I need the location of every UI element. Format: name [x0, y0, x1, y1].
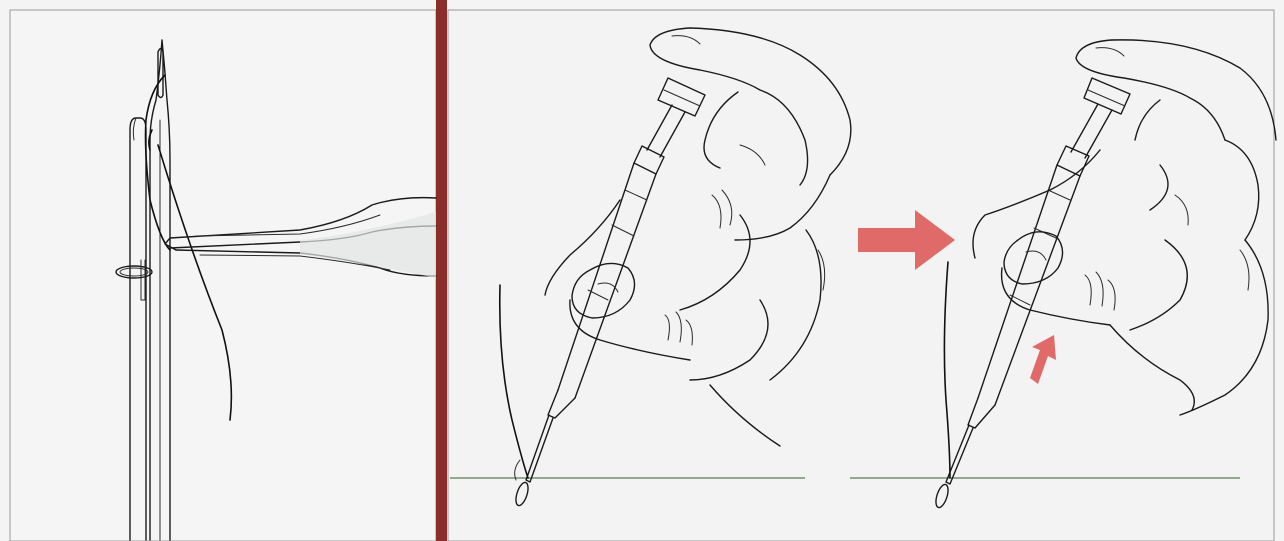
panel-divider [436, 0, 447, 541]
right-panel [448, 10, 1274, 541]
left-panel [10, 10, 436, 541]
